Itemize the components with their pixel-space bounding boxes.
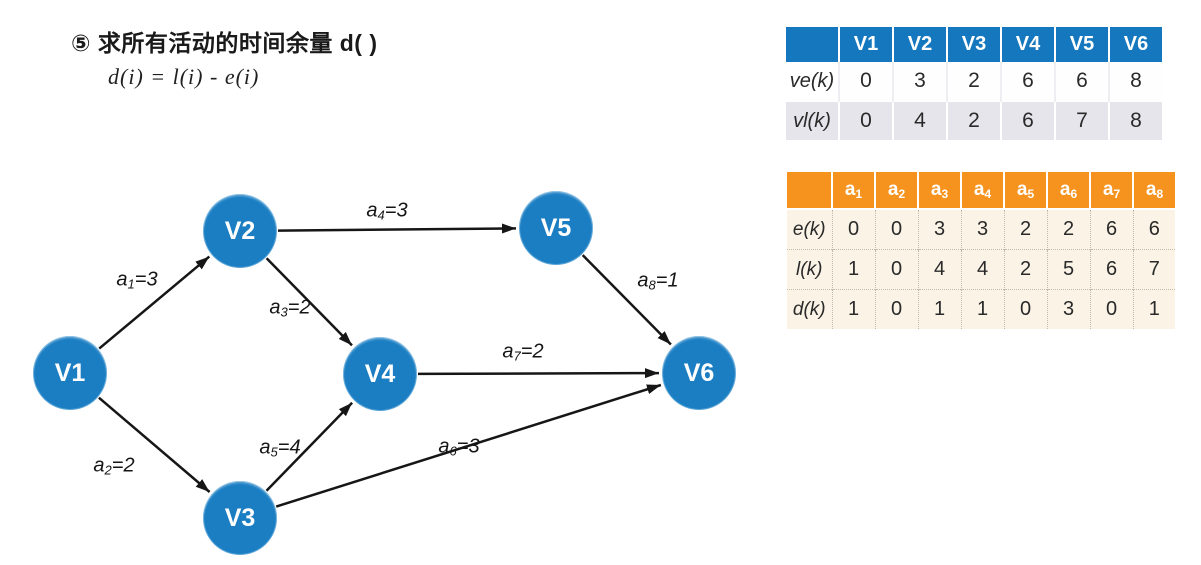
slack-formula: d(i) = l(i) - e(i) xyxy=(108,64,260,89)
column-header: a8 xyxy=(1132,172,1175,210)
page-title: ⑤ 求所有活动的时间余量 d( ) xyxy=(71,30,378,56)
cell: 4 xyxy=(917,249,961,290)
column-header: a4 xyxy=(960,172,1004,210)
column-header: a3 xyxy=(917,172,961,210)
edge-label-a8: a8=1 xyxy=(637,269,679,293)
column-header: V4 xyxy=(1000,27,1055,62)
column-header: V3 xyxy=(946,27,1001,62)
cell: 0 xyxy=(874,289,918,329)
cell: 4 xyxy=(960,249,1004,290)
row-label: d(k) xyxy=(787,289,832,329)
node-V3: V3 xyxy=(203,481,277,555)
cell: 3 xyxy=(917,209,961,250)
column-header: V1 xyxy=(838,27,893,62)
cell: 7 xyxy=(1132,249,1175,290)
edge-V1-V3 xyxy=(98,396,211,493)
column-header: V6 xyxy=(1108,27,1162,62)
cell: 1 xyxy=(1132,289,1175,329)
edge-V4-V6 xyxy=(417,368,660,379)
cell: 0 xyxy=(874,249,918,290)
cell: 6 xyxy=(1132,209,1175,250)
node-V4: V4 xyxy=(343,337,417,411)
edge-label-a1: a1=3 xyxy=(116,268,158,292)
cell: 1 xyxy=(831,249,875,290)
node-V6: V6 xyxy=(662,336,736,410)
cell: 0 xyxy=(874,209,918,250)
cell: 1 xyxy=(960,289,1004,329)
cell: 1 xyxy=(831,289,875,329)
cell: 0 xyxy=(838,100,893,140)
column-header: V2 xyxy=(892,27,947,62)
cell: 6 xyxy=(1089,209,1133,250)
cell: 6 xyxy=(1089,249,1133,290)
edge-label-a6: a6=3 xyxy=(438,435,480,459)
cell: 3 xyxy=(892,62,947,101)
column-header: a2 xyxy=(874,172,918,210)
cell: 4 xyxy=(892,100,947,140)
cell: 0 xyxy=(1003,289,1047,329)
edge-label-a2: a2=2 xyxy=(93,454,135,478)
edge-label-a4: a4=3 xyxy=(366,199,408,223)
column-header: a1 xyxy=(831,172,875,210)
cell: 3 xyxy=(1046,289,1090,329)
cell: 6 xyxy=(1000,100,1055,140)
cell: 0 xyxy=(831,209,875,250)
column-header: V5 xyxy=(1054,27,1109,62)
node-V1: V1 xyxy=(33,336,107,410)
row-label: e(k) xyxy=(787,209,832,250)
column-header: a6 xyxy=(1046,172,1090,210)
cell: 8 xyxy=(1108,100,1162,140)
edge-label-a3: a3=2 xyxy=(269,296,311,320)
cell: 6 xyxy=(1000,62,1055,101)
row-label: ve(k) xyxy=(786,62,839,101)
cell: 2 xyxy=(1003,249,1047,290)
cell: 5 xyxy=(1046,249,1090,290)
node-V5: V5 xyxy=(519,191,593,265)
corner-cell xyxy=(786,27,839,62)
cell: 7 xyxy=(1054,100,1109,140)
corner-cell xyxy=(787,172,832,210)
cell: 0 xyxy=(1089,289,1133,329)
cell: 6 xyxy=(1054,62,1109,101)
row-label: l(k) xyxy=(787,249,832,290)
cell: 1 xyxy=(917,289,961,329)
cell: 2 xyxy=(946,62,1001,101)
cell: 2 xyxy=(1003,209,1047,250)
edge-label-a7: a7=2 xyxy=(502,340,544,364)
cell: 3 xyxy=(960,209,1004,250)
column-header: a7 xyxy=(1089,172,1133,210)
edge-V2-V5 xyxy=(277,223,517,234)
cell: 2 xyxy=(946,100,1001,140)
column-header: a5 xyxy=(1003,172,1047,210)
cell: 2 xyxy=(1046,209,1090,250)
cell: 8 xyxy=(1108,62,1162,101)
edge-label-a5: a5=4 xyxy=(259,436,301,460)
node-V2: V2 xyxy=(203,194,277,268)
cell: 0 xyxy=(838,62,893,101)
edge-V5-V6 xyxy=(581,254,672,346)
row-label: vl(k) xyxy=(786,100,839,140)
